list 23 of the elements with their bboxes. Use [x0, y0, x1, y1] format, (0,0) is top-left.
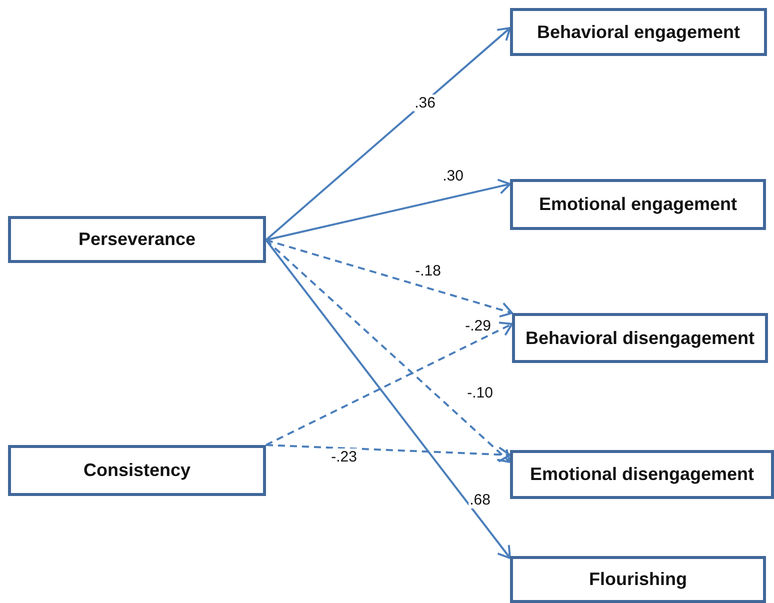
arrow — [265, 239, 511, 559]
variable-name: Emotional engagement — [538, 194, 738, 215]
variable-name: Behavioral engagement — [536, 22, 740, 42]
variable-name: Consistency — [83, 460, 191, 481]
variable-box — [510, 450, 774, 499]
variable-box — [510, 179, 766, 230]
variable-name: Emotional disengagement — [530, 464, 754, 485]
arrow — [266, 444, 511, 463]
edge-label: .68 — [468, 492, 492, 508]
edge-label: -.29 — [464, 318, 492, 334]
edge-label: .36 — [414, 94, 436, 112]
arrow — [265, 27, 511, 241]
variable-box — [8, 216, 266, 263]
arrow — [266, 239, 513, 318]
variable-name: Behavioral disengagement — [525, 328, 755, 348]
variable-name: Perseverance — [78, 229, 196, 250]
arrow — [266, 322, 513, 446]
variable-name: Flourishing — [589, 569, 687, 590]
variable-box — [510, 8, 767, 56]
arrow — [266, 178, 511, 241]
variable-box — [512, 313, 768, 363]
variable-box — [8, 445, 266, 496]
variable-box — [510, 556, 766, 603]
